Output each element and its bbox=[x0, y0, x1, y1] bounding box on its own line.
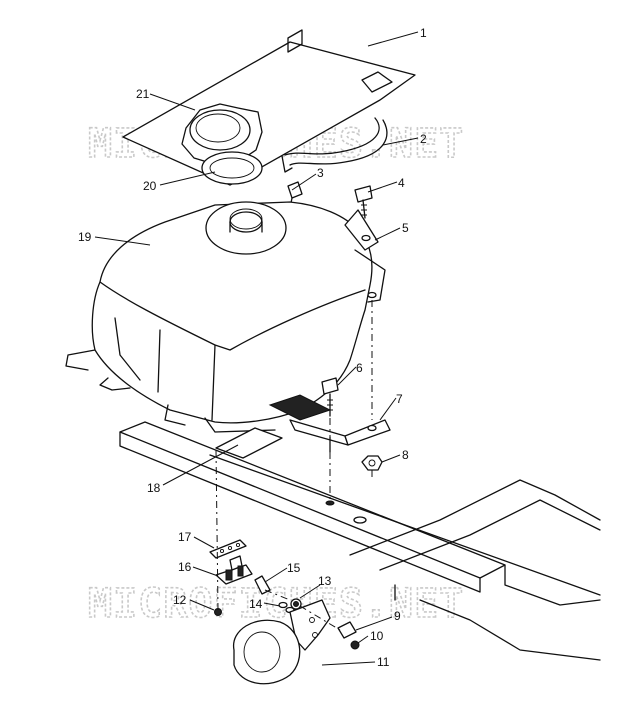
callout-19: 19 bbox=[78, 230, 92, 244]
callout-8: 8 bbox=[402, 448, 409, 462]
alignment-lines bbox=[215, 300, 373, 631]
part-21-fuel-cap bbox=[181, 103, 263, 165]
part-16-fuel-valve bbox=[215, 555, 253, 585]
watermark-bottom: MICROFICHES.NET bbox=[88, 581, 464, 627]
leader-lines bbox=[94, 31, 419, 666]
part-15-fitting bbox=[254, 575, 271, 595]
callout-15: 15 bbox=[287, 561, 301, 575]
callout-5: 5 bbox=[402, 221, 409, 235]
callout-10: 10 bbox=[370, 629, 384, 643]
callout-12: 12 bbox=[173, 593, 187, 607]
part-5-bracket bbox=[344, 209, 379, 251]
callout-7: 7 bbox=[396, 392, 403, 406]
frame bbox=[119, 421, 601, 661]
part-17-valve-plate bbox=[209, 539, 247, 559]
callout-2: 2 bbox=[420, 132, 427, 146]
callout-9: 9 bbox=[394, 609, 401, 623]
callout-6: 6 bbox=[356, 361, 363, 375]
part-7-strap-bracket bbox=[268, 394, 391, 453]
part-9-clip bbox=[337, 621, 357, 639]
part-13-clamp bbox=[290, 598, 302, 610]
callout-21: 21 bbox=[136, 87, 150, 101]
callout-20: 20 bbox=[143, 179, 157, 193]
callout-3: 3 bbox=[317, 166, 324, 180]
callout-16: 16 bbox=[178, 560, 192, 574]
part-2-vent-hose bbox=[281, 117, 388, 173]
callout-18: 18 bbox=[147, 481, 161, 495]
callout-1: 1 bbox=[420, 26, 427, 40]
part-10-screw bbox=[350, 640, 360, 650]
part-20-cap-gasket bbox=[201, 151, 263, 185]
part-18-tank-pad bbox=[215, 427, 283, 459]
part-8-nut bbox=[361, 455, 383, 471]
callout-13: 13 bbox=[318, 574, 332, 588]
part-4-bolt bbox=[354, 185, 373, 219]
part-6-bolt bbox=[321, 377, 339, 417]
callout-4: 4 bbox=[398, 176, 405, 190]
part-19-fuel-tank bbox=[65, 201, 386, 433]
callout-11: 11 bbox=[377, 655, 390, 669]
part-11-lower-bracket bbox=[233, 599, 331, 685]
callout-17: 17 bbox=[178, 530, 192, 544]
callout-14: 14 bbox=[249, 597, 263, 611]
